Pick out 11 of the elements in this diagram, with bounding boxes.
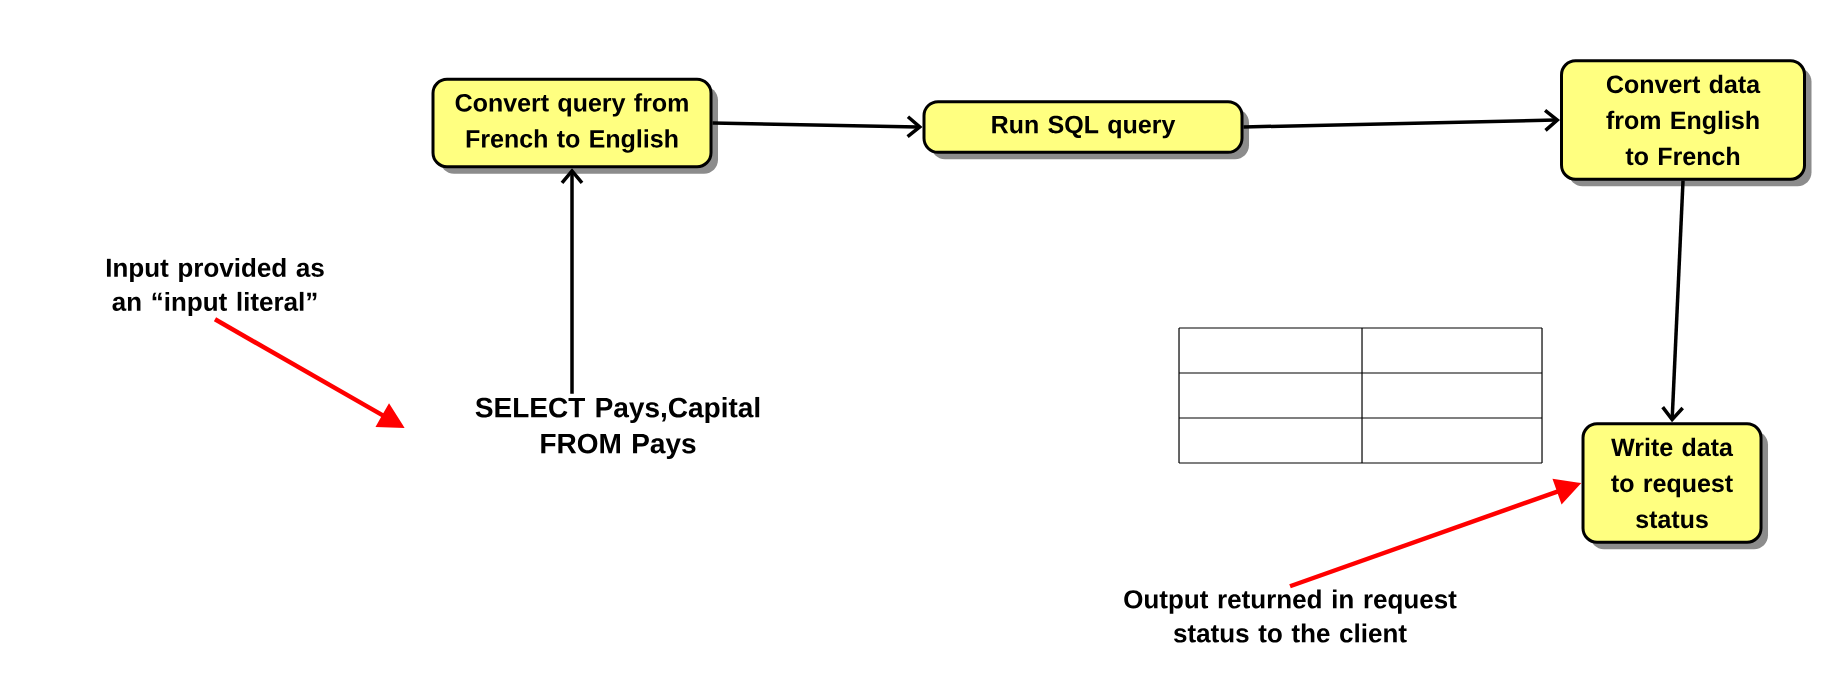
annotation-text: Input provided as an “input literal”: [106, 257, 324, 317]
process-box: Convert query from French to English: [431, 77, 718, 174]
arrow: [1243, 108, 1561, 132]
process-box: Run SQL query: [922, 100, 1249, 160]
arrow: [560, 168, 584, 394]
process-box: Write data to request status: [1581, 422, 1768, 550]
annotation-text: Output returned in request status to the client: [1124, 589, 1457, 643]
query-text: SELECT Pays,Capital FROM Pays: [475, 396, 760, 460]
process-box: Convert data from English to French: [1560, 59, 1812, 187]
arrow: [1661, 180, 1685, 423]
arrow: [712, 115, 923, 139]
